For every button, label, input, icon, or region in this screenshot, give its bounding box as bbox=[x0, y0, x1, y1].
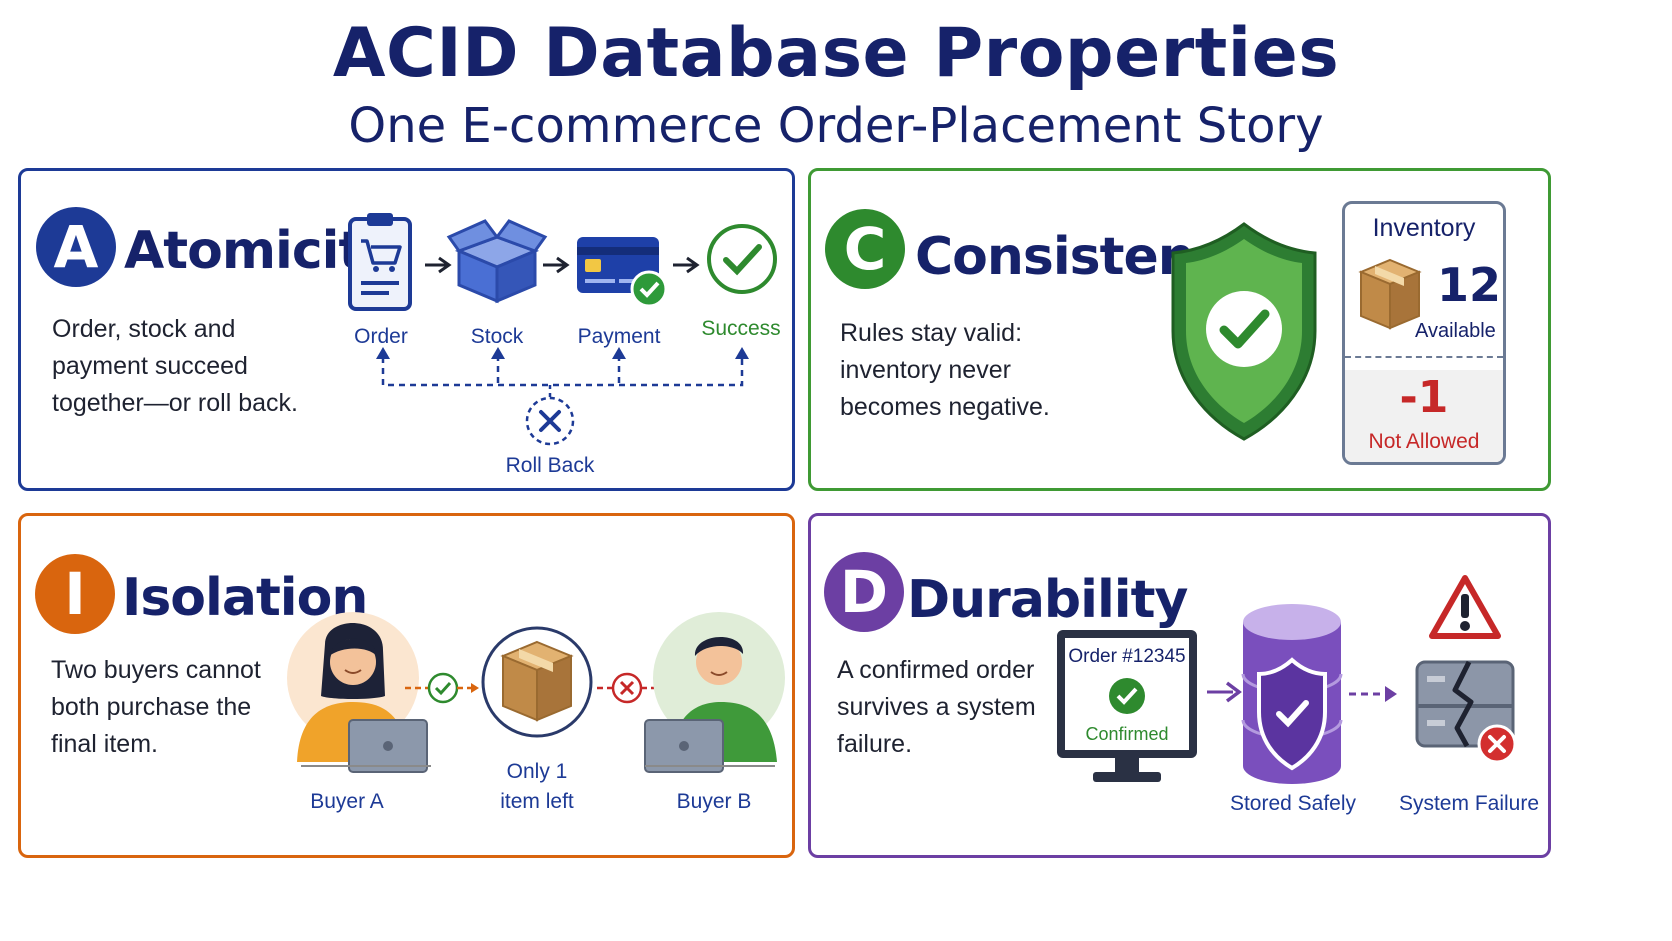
buyer-b-label: Buyer B bbox=[676, 790, 752, 813]
arrow-right-icon bbox=[673, 256, 700, 274]
buyer-a-avatar bbox=[287, 612, 428, 773]
confirmed-label: Confirmed bbox=[1085, 724, 1169, 744]
check-circle-icon bbox=[707, 224, 777, 294]
clipboard-cart-icon bbox=[348, 213, 412, 311]
step-label-success: Success bbox=[701, 317, 781, 340]
buyer-a-label: Buyer A bbox=[310, 790, 384, 813]
durability-badge: D bbox=[824, 552, 904, 632]
item-label-line2: item left bbox=[500, 790, 574, 813]
not-allowed-label: Not Allowed bbox=[1368, 430, 1480, 453]
step-label-payment: Payment bbox=[577, 325, 661, 348]
atomicity-badge: A bbox=[36, 207, 116, 287]
durability-title: Durability bbox=[907, 570, 1188, 630]
durability-description: A confirmed order survives a system fail… bbox=[837, 656, 1036, 758]
order-number: Order #12345 bbox=[1068, 646, 1186, 667]
allowed-connector bbox=[405, 672, 479, 704]
inventory-card: Inventory 12 Available -1 Not Allowed bbox=[1342, 201, 1506, 465]
negative-value: -1 bbox=[1399, 372, 1449, 423]
inventory-count: 12 bbox=[1437, 258, 1502, 312]
credit-card-icon bbox=[577, 237, 668, 308]
last-item-icon bbox=[481, 626, 593, 738]
package-icon bbox=[1358, 258, 1422, 330]
stored-safely-label: Stored Safely bbox=[1229, 792, 1357, 815]
invalid-section bbox=[1345, 370, 1503, 462]
consistency-description: Rules stay valid: inventory never become… bbox=[840, 319, 1050, 421]
box-icon bbox=[446, 219, 548, 304]
step-label-stock: Stock bbox=[470, 325, 524, 348]
inventory-title: Inventory bbox=[1372, 214, 1476, 242]
consistency-badge: C bbox=[825, 209, 905, 289]
blocked-connector bbox=[597, 672, 665, 704]
rollback-label: Roll Back bbox=[505, 454, 595, 477]
page-title: ACID Database Properties bbox=[332, 14, 1340, 93]
atomicity-panel: A Atomicity Order, stock and payment suc… bbox=[18, 168, 795, 491]
consistency-panel: C Consistency Rules stay valid: inventor… bbox=[808, 168, 1551, 491]
arrow-right-icon bbox=[543, 256, 570, 274]
isolation-panel: I Isolation Two buyers cannot both purch… bbox=[18, 513, 795, 858]
dashed-arrow-icon bbox=[1349, 686, 1397, 702]
buyer-b-avatar bbox=[644, 612, 785, 773]
isolation-description: Two buyers cannot both purchase the fina… bbox=[51, 656, 261, 758]
inventory-divider bbox=[1345, 356, 1503, 358]
buyer-a-base bbox=[301, 765, 431, 767]
check-circle-icon bbox=[1109, 678, 1145, 714]
buyer-b-base bbox=[645, 765, 775, 767]
shield-check-icon bbox=[1171, 222, 1317, 441]
arrow-right-icon bbox=[425, 256, 452, 274]
system-failure-label: System Failure bbox=[1398, 792, 1540, 815]
page-subtitle: One E-commerce Order-Placement Story bbox=[348, 98, 1324, 154]
step-label-order: Order bbox=[354, 325, 408, 348]
inventory-available-label: Available bbox=[1415, 320, 1496, 342]
broken-server-icon bbox=[1415, 660, 1517, 764]
durability-panel: D Durability A confirmed order survives … bbox=[808, 513, 1551, 858]
isolation-badge: I bbox=[35, 554, 115, 634]
arrow-right-icon bbox=[1207, 681, 1242, 703]
warning-icon bbox=[1429, 575, 1501, 639]
rollback-connector bbox=[376, 347, 749, 397]
database-shield-icon bbox=[1241, 604, 1343, 784]
atomicity-description: Order, stock and payment succeed togethe… bbox=[52, 315, 298, 417]
item-label-line1: Only 1 bbox=[506, 760, 568, 783]
rollback-x-icon bbox=[525, 396, 575, 446]
